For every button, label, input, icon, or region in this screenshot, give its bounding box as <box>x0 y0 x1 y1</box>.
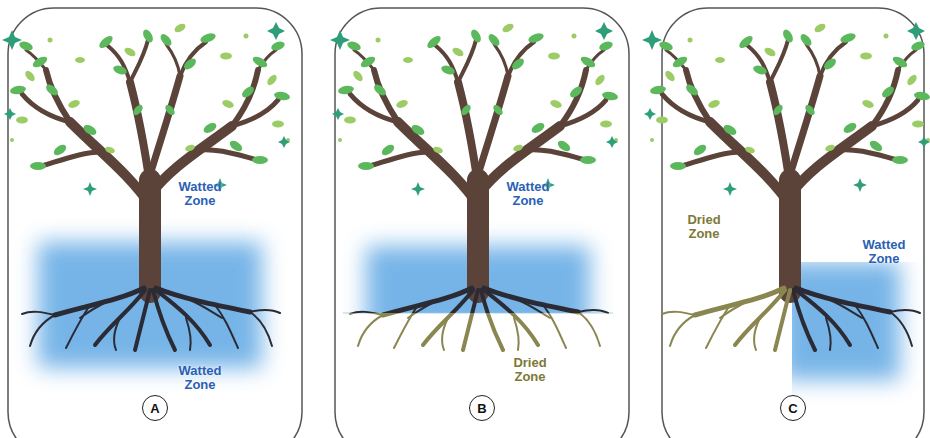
panel-letter: C <box>788 402 797 415</box>
panel-letter: B <box>477 402 486 415</box>
zone-label: Watted Zone <box>499 180 557 208</box>
zone-label: Watted Zone <box>855 238 913 266</box>
panel-letter-circle: A <box>142 395 168 421</box>
panel-letter-circle: B <box>469 395 495 421</box>
tree-a <box>2 22 291 368</box>
zone-label: Dried Zone <box>501 356 559 384</box>
tree-b <box>330 22 619 350</box>
zone-label: Watted Zone <box>171 364 229 392</box>
zone-label: Watted Zone <box>171 180 229 208</box>
panel-letter: A <box>150 402 159 415</box>
panel-letter-circle: C <box>780 395 806 421</box>
zone-label: Dried Zone <box>675 213 733 241</box>
tree-c <box>642 22 930 380</box>
